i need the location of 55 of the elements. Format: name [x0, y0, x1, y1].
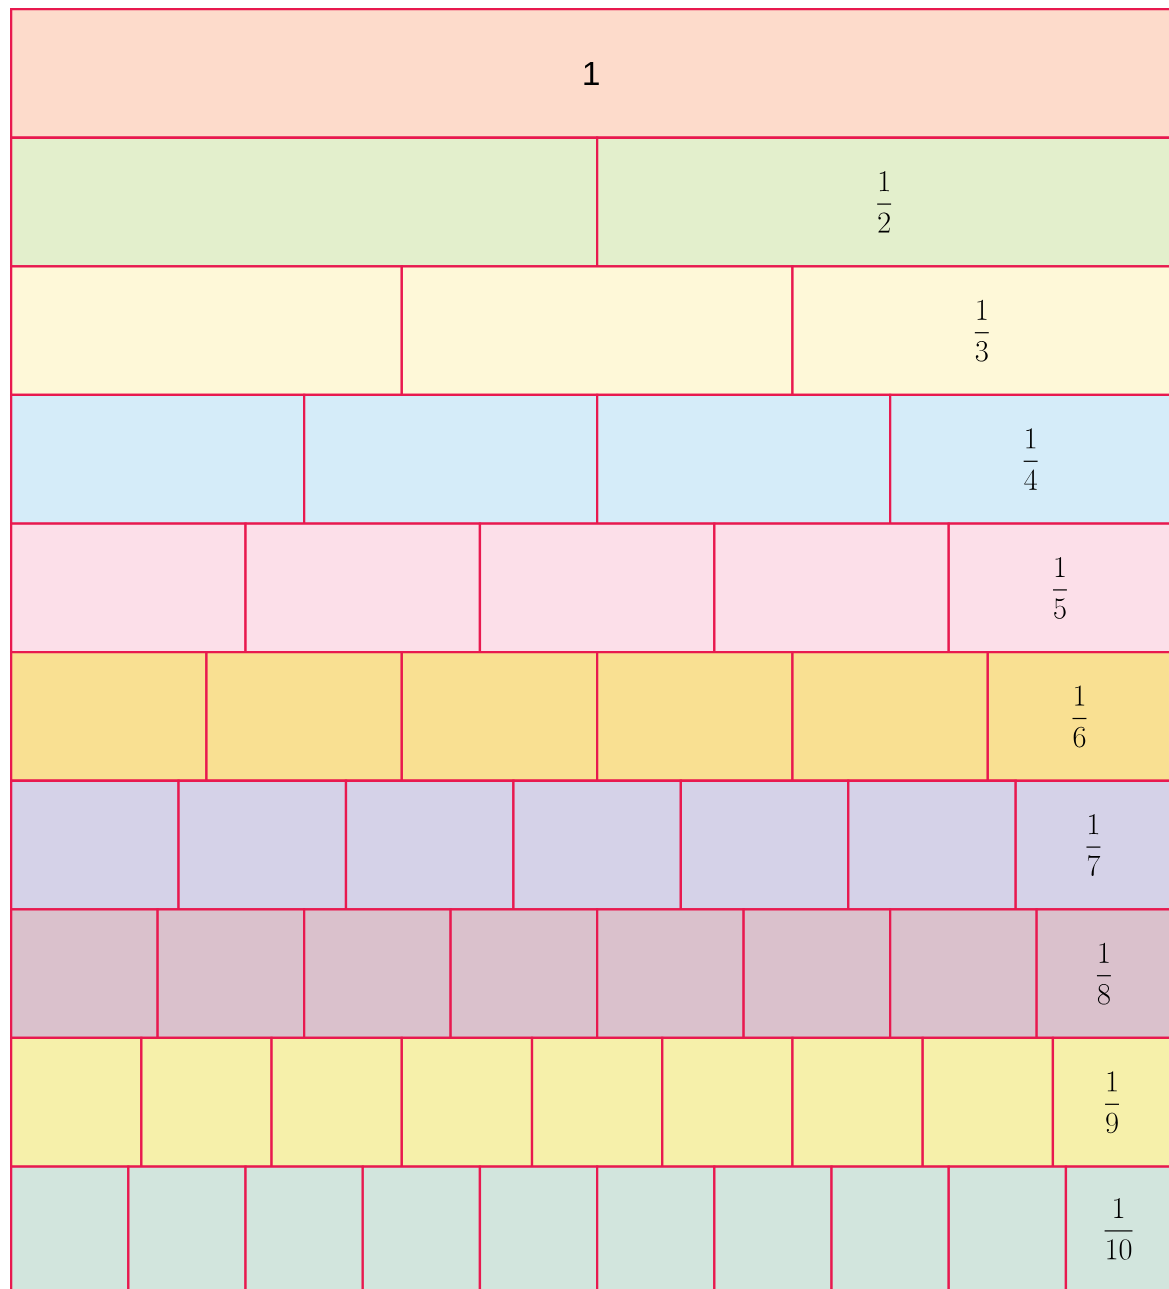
fraction-cell	[10, 1036, 143, 1168]
fraction-cell: $\frac{1}{4}$	[889, 393, 1169, 525]
fraction-cell	[847, 779, 1017, 911]
fraction-cell	[947, 1165, 1068, 1289]
fraction-cell	[679, 779, 850, 911]
fraction-cell	[830, 1165, 950, 1289]
fraction-cell	[713, 1165, 833, 1289]
fraction-cell	[127, 1165, 247, 1289]
fraction-cell: $\frac{1}{5}$	[947, 522, 1169, 654]
fraction-cell	[244, 1165, 364, 1289]
fraction-cell	[10, 779, 180, 911]
fraction-cell	[270, 1036, 403, 1168]
fraction-cell	[10, 393, 306, 525]
fraction-cell	[177, 779, 348, 911]
fraction-cell: $\frac{1}{6}$	[986, 651, 1169, 782]
fraction-cell	[889, 908, 1038, 1040]
fraction-cell: $\frac{1}{8}$	[1035, 908, 1169, 1040]
fraction-cell: $\frac{1}{9}$	[1051, 1036, 1169, 1168]
fraction-cell	[140, 1036, 273, 1168]
fraction-cell	[478, 522, 716, 654]
fraction-cell	[303, 908, 452, 1040]
fraction-cell	[791, 651, 989, 782]
fraction-cell	[661, 1036, 794, 1168]
fraction-cell	[10, 651, 208, 782]
fraction-cell	[205, 651, 403, 782]
fraction-cell	[400, 1036, 534, 1168]
fraction-cell	[449, 908, 599, 1040]
fraction-cell	[156, 908, 306, 1040]
fraction-cell	[596, 908, 745, 1040]
fraction-cell	[596, 651, 794, 782]
fraction-cell	[791, 1036, 924, 1168]
fraction-cell	[10, 908, 159, 1040]
fraction-cell	[10, 522, 247, 654]
fraction-cell: $\frac{1}{3}$	[791, 265, 1169, 397]
fraction-cell: $\frac{1}{10}$	[1064, 1165, 1169, 1289]
fraction-cell	[921, 1036, 1055, 1168]
fraction-cell	[344, 779, 515, 911]
fraction-cell	[478, 1165, 599, 1289]
fraction-cell	[596, 1165, 716, 1289]
fraction-cell	[10, 1165, 130, 1289]
fraction-cell	[361, 1165, 482, 1289]
fraction-cell	[512, 779, 682, 911]
fraction-cell	[10, 265, 403, 397]
fraction-cell	[400, 265, 794, 397]
fraction-cell	[400, 651, 599, 782]
fraction-cell	[713, 522, 950, 654]
fraction-cell	[530, 1036, 664, 1168]
fraction-cell	[303, 393, 599, 525]
fraction-cell	[596, 393, 892, 525]
fraction-cell	[10, 136, 599, 268]
fraction-cell: 1	[10, 8, 1169, 139]
fraction-cell	[244, 522, 482, 654]
fraction-cell	[742, 908, 892, 1040]
fraction-cell: $\frac{1}{7}$	[1014, 779, 1169, 911]
fraction-cell: $\frac{1}{2}$	[596, 136, 1169, 268]
